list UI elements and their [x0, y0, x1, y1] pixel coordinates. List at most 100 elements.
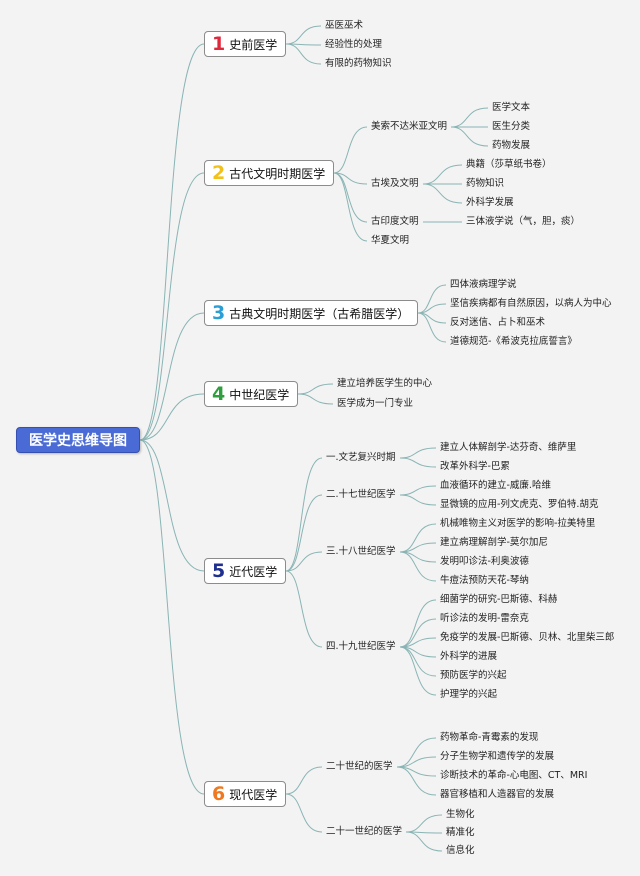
leaf-topic[interactable]: 建立培养医学生的中心 [337, 378, 433, 389]
branch-label: 近代医学 [229, 564, 278, 579]
leaf-topic[interactable]: 三体液学说（气，胆，痰） [466, 216, 581, 227]
leaf-topic[interactable]: 器官移植和人造器官的发展 [440, 789, 555, 800]
connector-line [405, 814, 443, 833]
connector-line [399, 599, 437, 648]
leaf-topic[interactable]: 药物知识 [466, 178, 505, 189]
branch-number: 6 [212, 782, 226, 805]
connector-line [450, 126, 489, 147]
leaf-topic[interactable]: 机械唯物主义对医学的影响-拉美特里 [440, 518, 596, 529]
connector-line [139, 393, 205, 441]
leaf-topic[interactable]: 反对迷信、占卜和巫术 [450, 317, 546, 328]
sub-topic[interactable]: 二十世纪的医学 [326, 761, 393, 772]
leaf-topic[interactable]: 细菌学的研究-巴斯德、科赫 [440, 594, 558, 605]
branch-medieval-medicine[interactable]: 4 中世纪医学 [204, 381, 299, 407]
sub-topic[interactable]: 三.十八世纪医学 [326, 546, 396, 557]
connector-line [285, 494, 323, 572]
connector-line [139, 439, 205, 795]
leaf-topic[interactable]: 发明叩诊法-利奥波德 [440, 556, 529, 567]
connector-line [396, 766, 437, 796]
connector-line [285, 570, 323, 648]
branch-prehistoric-medicine[interactable]: 1 史前医学 [204, 31, 287, 57]
connector-line [399, 523, 437, 553]
leaf-topic[interactable]: 医学文本 [492, 102, 531, 113]
branch-number: 5 [212, 559, 226, 582]
leaf-topic[interactable]: 显微镜的应用-列文虎克、罗伯特.胡克 [440, 499, 599, 510]
leaf-topic[interactable]: 药物发展 [492, 140, 531, 151]
leaf-topic[interactable]: 信息化 [446, 845, 475, 856]
branch-modern-medicine[interactable]: 6 现代医学 [204, 781, 287, 807]
branch-label: 现代医学 [229, 787, 278, 802]
connector-line [333, 126, 368, 174]
connector-line [417, 284, 447, 314]
branch-label: 古代文明时期医学 [229, 166, 326, 181]
leaf-topic[interactable]: 免疫学的发展-巴斯德、贝林、北里柴三郎 [440, 632, 615, 643]
connector-line [139, 439, 205, 572]
branch-number: 1 [212, 32, 226, 55]
root-topic[interactable]: 医学史思维导图 [16, 427, 140, 453]
leaf-topic[interactable]: 改革外科学-巴累 [440, 461, 510, 472]
sub-topic[interactable]: 二十一世纪的医学 [326, 826, 403, 837]
leaf-topic[interactable]: 外科学的进展 [440, 651, 498, 662]
leaf-topic[interactable]: 外科学发展 [466, 197, 514, 208]
leaf-topic[interactable]: 分子生物学和遗传学的发展 [440, 751, 555, 762]
connector-line [285, 457, 323, 572]
branch-label: 中世纪医学 [229, 387, 290, 402]
connector-line [285, 766, 323, 795]
connector-line [450, 107, 489, 128]
leaf-topic[interactable]: 有限的药物知识 [325, 58, 392, 69]
leaf-topic[interactable]: 药物革命-青霉素的发现 [440, 732, 539, 743]
branch-classical-medicine[interactable]: 3 古典文明时期医学（古希腊医学） [204, 300, 419, 326]
connector-line [297, 383, 334, 395]
branch-ancient-civilization-medicine[interactable]: 2 古代文明时期医学 [204, 160, 335, 186]
connector-line [285, 793, 323, 833]
leaf-topic[interactable]: 建立人体解剖学-达芬奇、维萨里 [440, 442, 577, 453]
leaf-topic[interactable]: 预防医学的兴起 [440, 670, 507, 681]
leaf-topic[interactable]: 精准化 [446, 827, 475, 838]
connector-line [399, 646, 437, 677]
connector-line [399, 457, 437, 468]
connector-line [422, 164, 463, 185]
leaf-topic[interactable]: 经验性的处理 [325, 39, 383, 50]
leaf-topic[interactable]: 四体液病理学说 [450, 279, 517, 290]
connector-line [399, 447, 437, 459]
branch-early-modern-medicine[interactable]: 5 近代医学 [204, 558, 287, 584]
connector-line [396, 737, 437, 768]
connector-line [297, 393, 334, 405]
leaf-topic[interactable]: 典籍（莎草纸书卷） [466, 159, 552, 170]
connector-line [139, 172, 205, 441]
sub-topic[interactable]: 一.文艺复兴时期 [326, 452, 396, 463]
sub-topic[interactable]: 古印度文明 [371, 216, 419, 227]
connector-line [422, 183, 463, 204]
leaf-topic[interactable]: 牛痘法预防天花-琴纳 [440, 575, 529, 586]
branch-number: 4 [212, 382, 226, 405]
leaf-topic[interactable]: 听诊法的发明-雷奈克 [440, 613, 529, 624]
leaf-topic[interactable]: 医学成为一门专业 [337, 398, 414, 409]
leaf-topic[interactable]: 医生分类 [492, 121, 531, 132]
leaf-topic[interactable]: 诊断技术的革命-心电图、CT、MRI [440, 770, 588, 781]
leaf-topic[interactable]: 血液循环的建立-威廉.哈维 [440, 480, 551, 491]
connector-line [399, 646, 437, 696]
sub-topic[interactable]: 华夏文明 [371, 235, 410, 246]
sub-topic[interactable]: 古埃及文明 [371, 178, 419, 189]
leaf-topic[interactable]: 护理学的兴起 [440, 689, 498, 700]
connector-line [399, 637, 437, 648]
connector-line [139, 43, 205, 441]
sub-topic[interactable]: 二.十七世纪医学 [326, 489, 396, 500]
sub-topic[interactable]: 美索不达米亚文明 [371, 121, 448, 132]
leaf-topic[interactable]: 坚信疾病都有自然原因，以病人为中心 [450, 298, 612, 309]
sub-topic[interactable]: 四.十九世纪医学 [326, 641, 396, 652]
leaf-topic[interactable]: 道德规范-《希波克拉底誓言》 [450, 336, 577, 347]
leaf-topic[interactable]: 生物化 [446, 809, 475, 820]
connector-line [333, 172, 368, 242]
leaf-topic[interactable]: 巫医巫术 [325, 20, 364, 31]
connector-line [399, 551, 437, 582]
connector-line [285, 25, 322, 45]
branch-number: 2 [212, 161, 226, 184]
leaf-topic[interactable]: 建立病理解剖学-莫尔加尼 [440, 537, 548, 548]
connector-line [333, 172, 368, 185]
connector-line [285, 551, 323, 572]
connector-line [399, 618, 437, 648]
connector-line [399, 542, 437, 553]
connector-line [399, 485, 437, 496]
